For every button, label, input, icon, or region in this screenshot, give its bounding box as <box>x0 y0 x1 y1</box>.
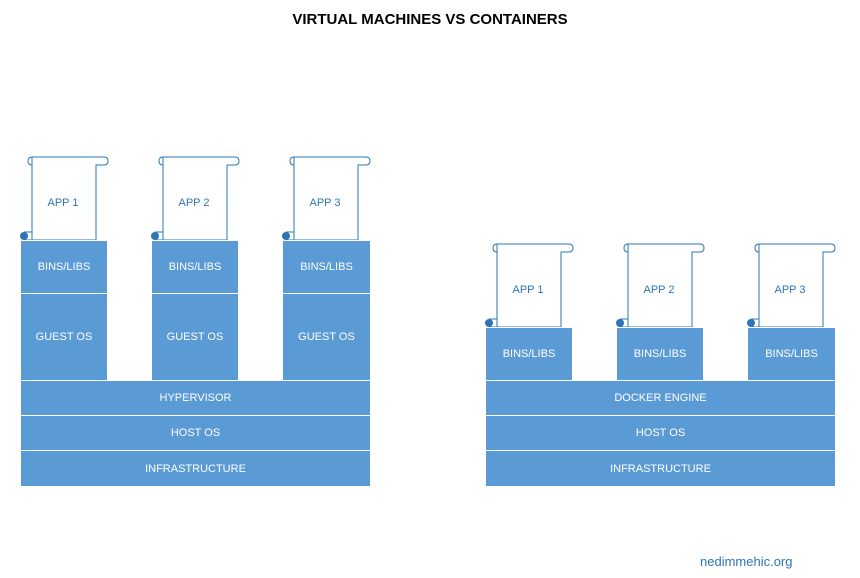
app-label: APP 1 <box>47 197 79 209</box>
vm-infrastructure-layer: INFRASTRUCTURE <box>20 450 371 487</box>
scroll-icon <box>20 156 109 241</box>
container-docker-engine-layer: DOCKER ENGINE <box>485 380 836 416</box>
app-label: APP 2 <box>643 284 675 296</box>
vm-guest-os-1: GUEST OS <box>20 293 108 381</box>
vm-guest-os-2: GUEST OS <box>151 293 239 381</box>
container-bins-libs-3: BINS/LIBS <box>747 327 836 381</box>
vm-app-2-scroll: APP 2 <box>151 153 241 245</box>
container-app-2-scroll: APP 2 <box>616 240 706 332</box>
vm-hypervisor-layer: HYPERVISOR <box>20 380 371 416</box>
vm-bins-libs-2: BINS/LIBS <box>151 240 239 294</box>
scroll-icon <box>151 156 240 241</box>
vm-bins-libs-3: BINS/LIBS <box>282 240 371 294</box>
vm-app-1-scroll: APP 1 <box>20 153 110 245</box>
app-label: APP 3 <box>774 284 806 296</box>
container-host-os-layer: HOST OS <box>485 415 836 451</box>
scroll-icon <box>747 243 836 328</box>
scroll-icon <box>616 243 705 328</box>
vm-app-3-scroll: APP 3 <box>282 153 372 245</box>
diagram-title: VIRTUAL MACHINES VS CONTAINERS <box>292 11 568 28</box>
footer-site-link[interactable]: nedimmehic.org <box>700 554 793 569</box>
container-bins-libs-2: BINS/LIBS <box>616 327 704 381</box>
vm-bins-libs-1: BINS/LIBS <box>20 240 108 294</box>
vm-host-os-layer: HOST OS <box>20 415 371 451</box>
app-label: APP 1 <box>512 284 544 296</box>
container-app-3-scroll: APP 3 <box>747 240 837 332</box>
scroll-icon <box>282 156 371 241</box>
vm-guest-os-3: GUEST OS <box>282 293 371 381</box>
container-app-1-scroll: APP 1 <box>485 240 575 332</box>
container-infrastructure-layer: INFRASTRUCTURE <box>485 450 836 487</box>
app-label: APP 3 <box>309 197 341 209</box>
app-label: APP 2 <box>178 197 210 209</box>
container-bins-libs-1: BINS/LIBS <box>485 327 573 381</box>
